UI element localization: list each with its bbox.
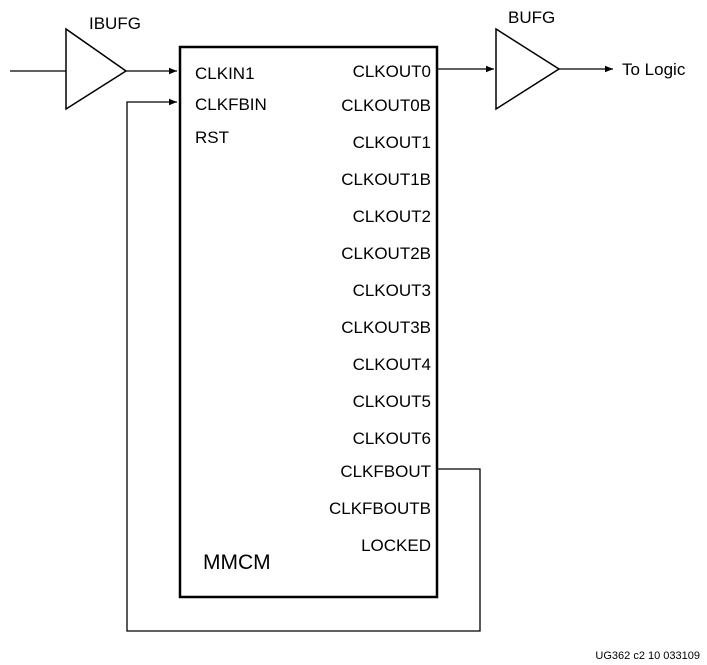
port-rst: RST bbox=[195, 128, 229, 147]
port-clkout2b: CLKOUT2B bbox=[341, 244, 431, 263]
port-clkfbin: CLKFBIN bbox=[195, 95, 267, 114]
ibufg-label: IBUFG bbox=[89, 14, 141, 33]
port-clkout3b: CLKOUT3B bbox=[341, 318, 431, 337]
mmcm-block bbox=[178, 45, 439, 599]
port-clkout5: CLKOUT5 bbox=[353, 392, 431, 411]
bufg-buffer bbox=[495, 27, 561, 111]
port-locked: LOCKED bbox=[361, 536, 431, 555]
figure-id: UG362 c2 10 033109 bbox=[595, 650, 700, 662]
feedback-loop-wire bbox=[126, 98, 481, 632]
port-clkout1: CLKOUT1 bbox=[353, 133, 431, 152]
ibufg-buffer bbox=[65, 27, 128, 111]
port-clkout1b: CLKOUT1B bbox=[341, 170, 431, 189]
output-ports: CLKOUT0 CLKOUT0B CLKOUT1 CLKOUT1B CLKOUT… bbox=[329, 62, 431, 555]
mmcm-title: MMCM bbox=[203, 551, 271, 574]
to-logic-label: To Logic bbox=[622, 60, 686, 79]
port-clkfbout: CLKFBOUT bbox=[340, 462, 431, 481]
port-clkout6: CLKOUT6 bbox=[353, 429, 431, 448]
port-clkout0: CLKOUT0 bbox=[353, 62, 431, 81]
port-clkout2: CLKOUT2 bbox=[353, 207, 431, 226]
port-clkin1: CLKIN1 bbox=[195, 64, 255, 83]
port-clkout0b: CLKOUT0B bbox=[341, 96, 431, 115]
port-clkout4: CLKOUT4 bbox=[353, 355, 431, 374]
port-clkfboutb: CLKFBOUTB bbox=[329, 499, 431, 518]
bufg-label: BUFG bbox=[508, 8, 555, 27]
port-clkout3: CLKOUT3 bbox=[353, 281, 431, 300]
